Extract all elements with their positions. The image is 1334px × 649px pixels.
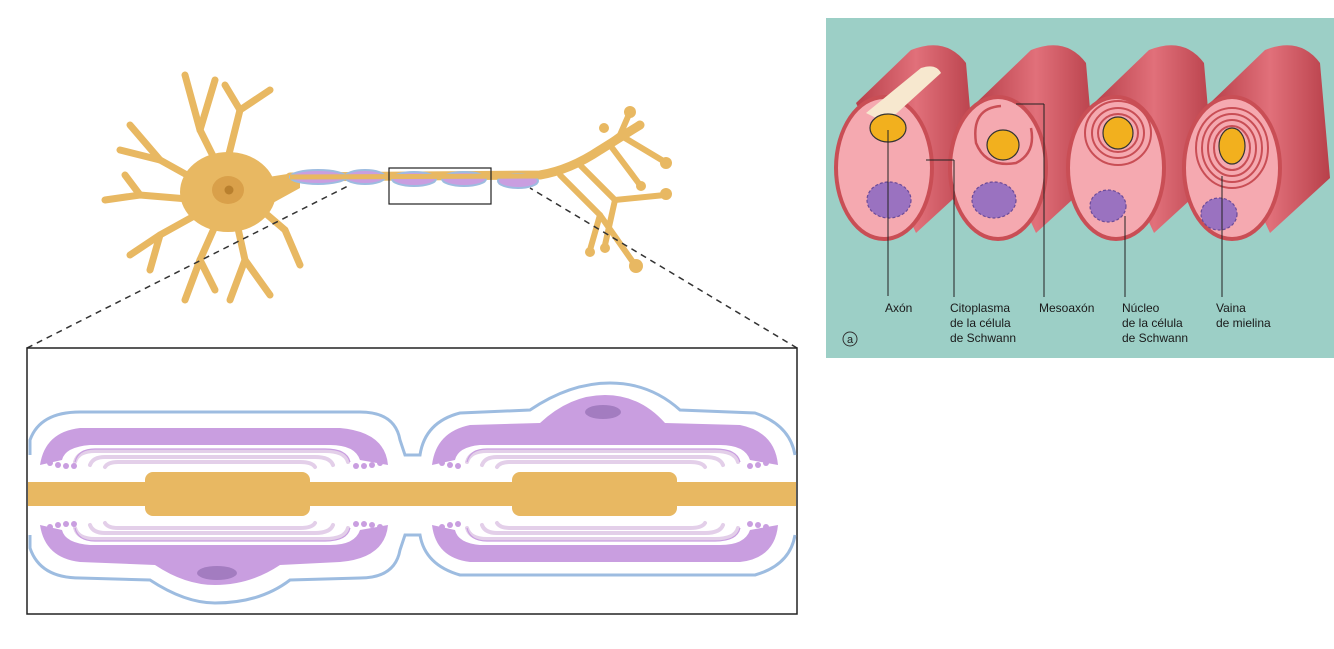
- axon-terminals: [560, 112, 665, 265]
- panel-letter: a: [847, 334, 854, 346]
- label-axon: Axón: [885, 301, 912, 315]
- neuron-diagram: [0, 0, 810, 649]
- schwann-wrapping-panel: Axón Citoplasma de la célula de Schwann …: [826, 18, 1334, 358]
- zoom-guide-right: [530, 188, 797, 348]
- nucleolus: [225, 186, 234, 195]
- magnified-axon: [28, 482, 796, 506]
- internode-left: [145, 472, 310, 516]
- label-mesaxon: Mesoaxón: [1039, 301, 1094, 315]
- internode-right: [512, 472, 677, 516]
- label-cytoplasm: Citoplasma de la célula de Schwann: [950, 301, 1016, 345]
